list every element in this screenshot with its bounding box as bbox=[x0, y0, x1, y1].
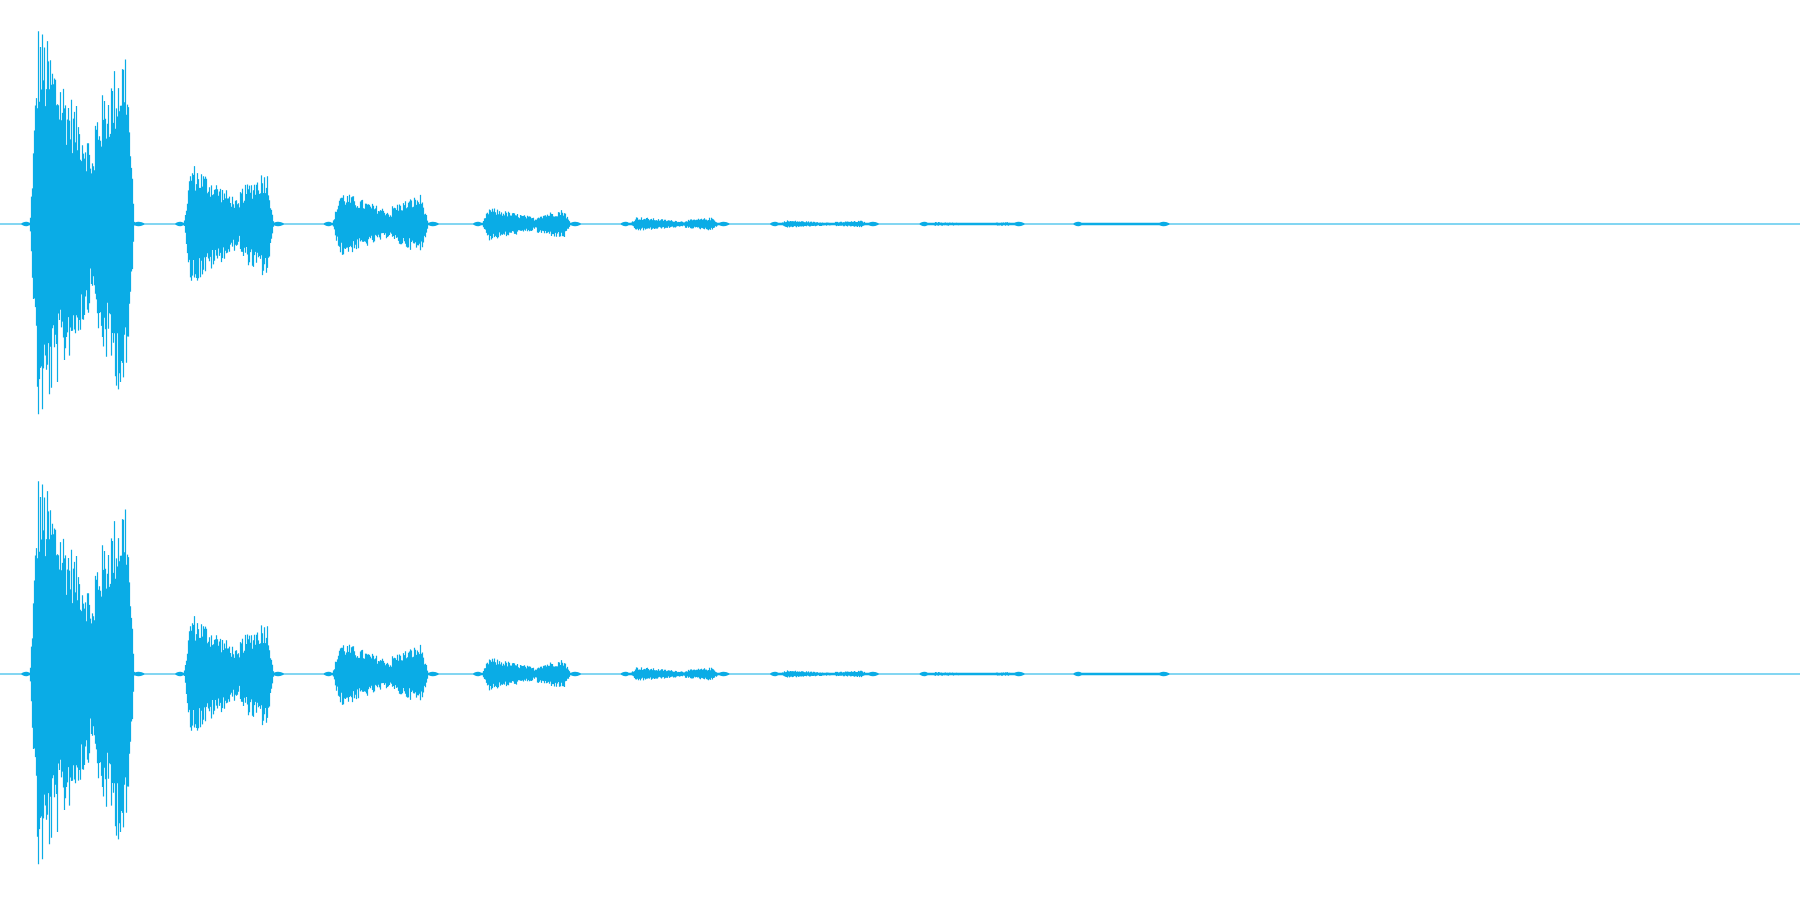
waveform-burst-tail bbox=[770, 671, 879, 677]
channel-left-waveform bbox=[0, 31, 1800, 415]
waveform-burst-tail bbox=[323, 221, 439, 227]
waveform-burst-tail bbox=[473, 671, 581, 677]
waveform-burst-path bbox=[331, 644, 431, 705]
waveform-burst-path bbox=[926, 222, 1017, 226]
waveform-burst bbox=[175, 166, 284, 281]
channel-right bbox=[0, 450, 1800, 900]
waveform-burst-path bbox=[777, 670, 871, 678]
waveform-burst bbox=[1073, 221, 1170, 227]
waveform-burst bbox=[21, 31, 145, 415]
waveform-burst-path bbox=[28, 31, 137, 415]
waveform-burst-tail bbox=[620, 671, 730, 677]
waveform-burst bbox=[21, 481, 145, 865]
waveform-burst bbox=[323, 194, 439, 255]
waveform-burst bbox=[1073, 671, 1170, 677]
channel-right-waveform bbox=[0, 481, 1800, 865]
waveform-burst-path bbox=[628, 217, 722, 231]
waveform-burst-path bbox=[480, 208, 573, 241]
waveform-burst-path bbox=[480, 658, 573, 691]
waveform-burst-path bbox=[28, 481, 137, 865]
waveform-burst-tail bbox=[770, 221, 879, 227]
waveform-burst-tail bbox=[473, 221, 581, 227]
waveform-burst-tail bbox=[1073, 221, 1170, 227]
waveform-burst bbox=[919, 221, 1025, 227]
waveform-burst-path bbox=[777, 220, 871, 228]
waveform-burst bbox=[919, 671, 1025, 677]
waveform-burst bbox=[770, 670, 879, 678]
waveform-burst-path bbox=[628, 667, 722, 681]
waveform-burst-tail bbox=[919, 671, 1025, 677]
waveform-burst-path bbox=[182, 166, 276, 281]
waveform-burst bbox=[473, 208, 581, 241]
waveform-burst bbox=[770, 220, 879, 228]
waveform-burst-path bbox=[182, 616, 276, 731]
waveform-burst-path bbox=[331, 194, 431, 255]
waveform-burst bbox=[323, 644, 439, 705]
waveform-burst bbox=[620, 217, 730, 231]
waveform-burst-tail bbox=[620, 221, 730, 227]
waveform-burst-tail bbox=[21, 221, 145, 227]
waveform-burst-path bbox=[1080, 672, 1162, 676]
waveform-burst bbox=[175, 616, 284, 731]
waveform-burst bbox=[620, 667, 730, 681]
waveform-burst-tail bbox=[175, 671, 284, 677]
channel-left bbox=[0, 31, 1800, 415]
waveform-burst-tail bbox=[919, 221, 1025, 227]
waveform-burst-tail bbox=[175, 221, 284, 227]
waveform-burst-path bbox=[926, 672, 1017, 676]
waveform-burst bbox=[473, 658, 581, 691]
waveform-burst-tail bbox=[1073, 671, 1170, 677]
waveform-burst-path bbox=[1080, 222, 1162, 226]
waveform-burst-tail bbox=[21, 671, 145, 677]
waveform-burst-tail bbox=[323, 671, 439, 677]
